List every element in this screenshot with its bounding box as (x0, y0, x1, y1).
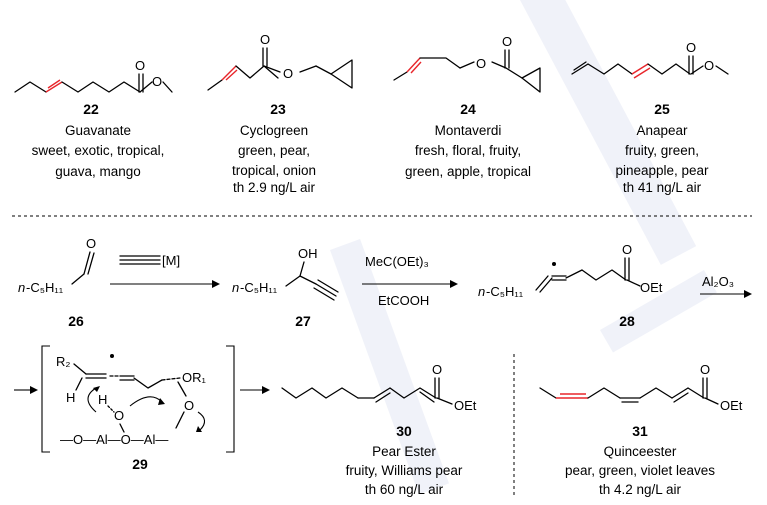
structure-27: n -C₅H₁₁ OH (232, 246, 339, 301)
compound-name: Quinceester (604, 444, 677, 459)
atom-oxygen: O (700, 362, 710, 377)
atom-oxygen: O (502, 34, 512, 49)
compound-descriptor: th 60 ng/L air (365, 482, 444, 497)
structure-30: O OEt (281, 362, 477, 413)
n-prefix: n (232, 280, 239, 295)
compound-name: Montaverdi (435, 123, 502, 138)
structure-28: n -C₅H₁₁ O OEt (478, 242, 663, 299)
compound-name: Anapear (636, 123, 688, 138)
n-prefix: n (478, 284, 485, 299)
r2-substituent: R₂ (56, 354, 70, 369)
ethoxy-group: OEt (640, 280, 663, 295)
compound-descriptor: fresh, floral, fruity, (415, 143, 521, 158)
atom-oxygen: O (86, 236, 96, 251)
compound-descriptor: th 2.9 ng/L air (233, 180, 316, 195)
compound-number: 24 (460, 101, 476, 117)
compound-name: Pear Ester (372, 444, 436, 459)
structure-31: O OEt (539, 362, 743, 413)
structure-25: O O (571, 40, 729, 79)
compound-descriptor: guava, mango (55, 164, 141, 179)
ethoxy-group: OEt (720, 398, 743, 413)
compound-descriptor: pear, green, violet leaves (565, 463, 715, 478)
hydrogen-atom: H (98, 392, 107, 407)
hydroxyl-group: OH (298, 246, 318, 261)
pentyl-group: -C₅H₁₁ (486, 284, 524, 299)
compound-number: 25 (654, 101, 670, 117)
compound-descriptor: tropical, onion (232, 163, 316, 178)
alumina-reagent: Al₂O₃ (702, 274, 734, 289)
compound-descriptor: sweet, exotic, tropical, (32, 143, 165, 158)
compound-descriptor: fruity, Williams pear (346, 463, 463, 478)
compound-number: 29 (132, 456, 148, 472)
compound-number: 26 (68, 313, 84, 329)
atom-oxygen: O (152, 74, 162, 89)
atom-oxygen: O (686, 40, 696, 55)
compound-descriptor: pineapple, pear (615, 163, 709, 178)
hydrogen-atom: H (66, 390, 75, 405)
atom-oxygen: O (135, 58, 145, 73)
transition-state-29: R₂ H OR₁ O H O —O—Al—O—Al— (14, 345, 235, 453)
compound-number: 27 (295, 313, 311, 329)
atom-oxygen: O (476, 56, 486, 71)
compound-descriptor: th 41 ng/L air (623, 180, 702, 195)
compound-number: 23 (270, 101, 286, 117)
atom-oxygen: O (622, 242, 632, 257)
compound-number: 28 (619, 313, 635, 329)
compound-descriptor: th 4.2 ng/L air (599, 482, 682, 497)
compound-number: 30 (396, 423, 412, 439)
structure-24: O O (393, 34, 541, 93)
atom-oxygen: O (283, 66, 293, 81)
metal-reagent: [M] (162, 253, 180, 268)
atom-oxygen: O (114, 408, 124, 423)
alumina-surface: —O—Al—O—Al— (60, 432, 168, 447)
reaction-arrow-2: MeC(OEt)₃ EtCOOH (362, 254, 458, 308)
compound-name: Guavanate (65, 123, 131, 138)
compound-descriptor: fruity, green, (625, 143, 699, 158)
reaction-arrow-3: Al₂O₃ (700, 274, 752, 298)
structure-23: O O (207, 32, 353, 91)
compound-descriptor: green, apple, tropical (405, 164, 531, 179)
structure-22: O O (14, 58, 173, 93)
compound-name: Cyclogreen (240, 123, 308, 138)
atom-oxygen: O (704, 58, 714, 73)
compound-number: 22 (83, 101, 99, 117)
pentyl-group: -C₅H₁₁ (240, 280, 278, 295)
acid-catalyst: EtCOOH (378, 293, 429, 308)
atom-oxygen: O (260, 32, 270, 47)
structure-26: n -C₅H₁₁ O (18, 236, 96, 295)
alkoxy-group: OR₁ (182, 370, 207, 385)
compound-number: 31 (632, 423, 648, 439)
orthoester-reagent: MeC(OEt)₃ (365, 254, 429, 269)
compound-descriptor: green, pear, (238, 143, 310, 158)
n-prefix: n (18, 280, 25, 295)
reaction-arrow-1: [M] (110, 253, 220, 288)
atom-oxygen: O (184, 398, 194, 413)
atom-oxygen: O (432, 362, 442, 377)
ethoxy-group: OEt (454, 398, 477, 413)
reaction-arrow-4 (240, 386, 270, 394)
pentyl-group: -C₅H₁₁ (26, 280, 64, 295)
